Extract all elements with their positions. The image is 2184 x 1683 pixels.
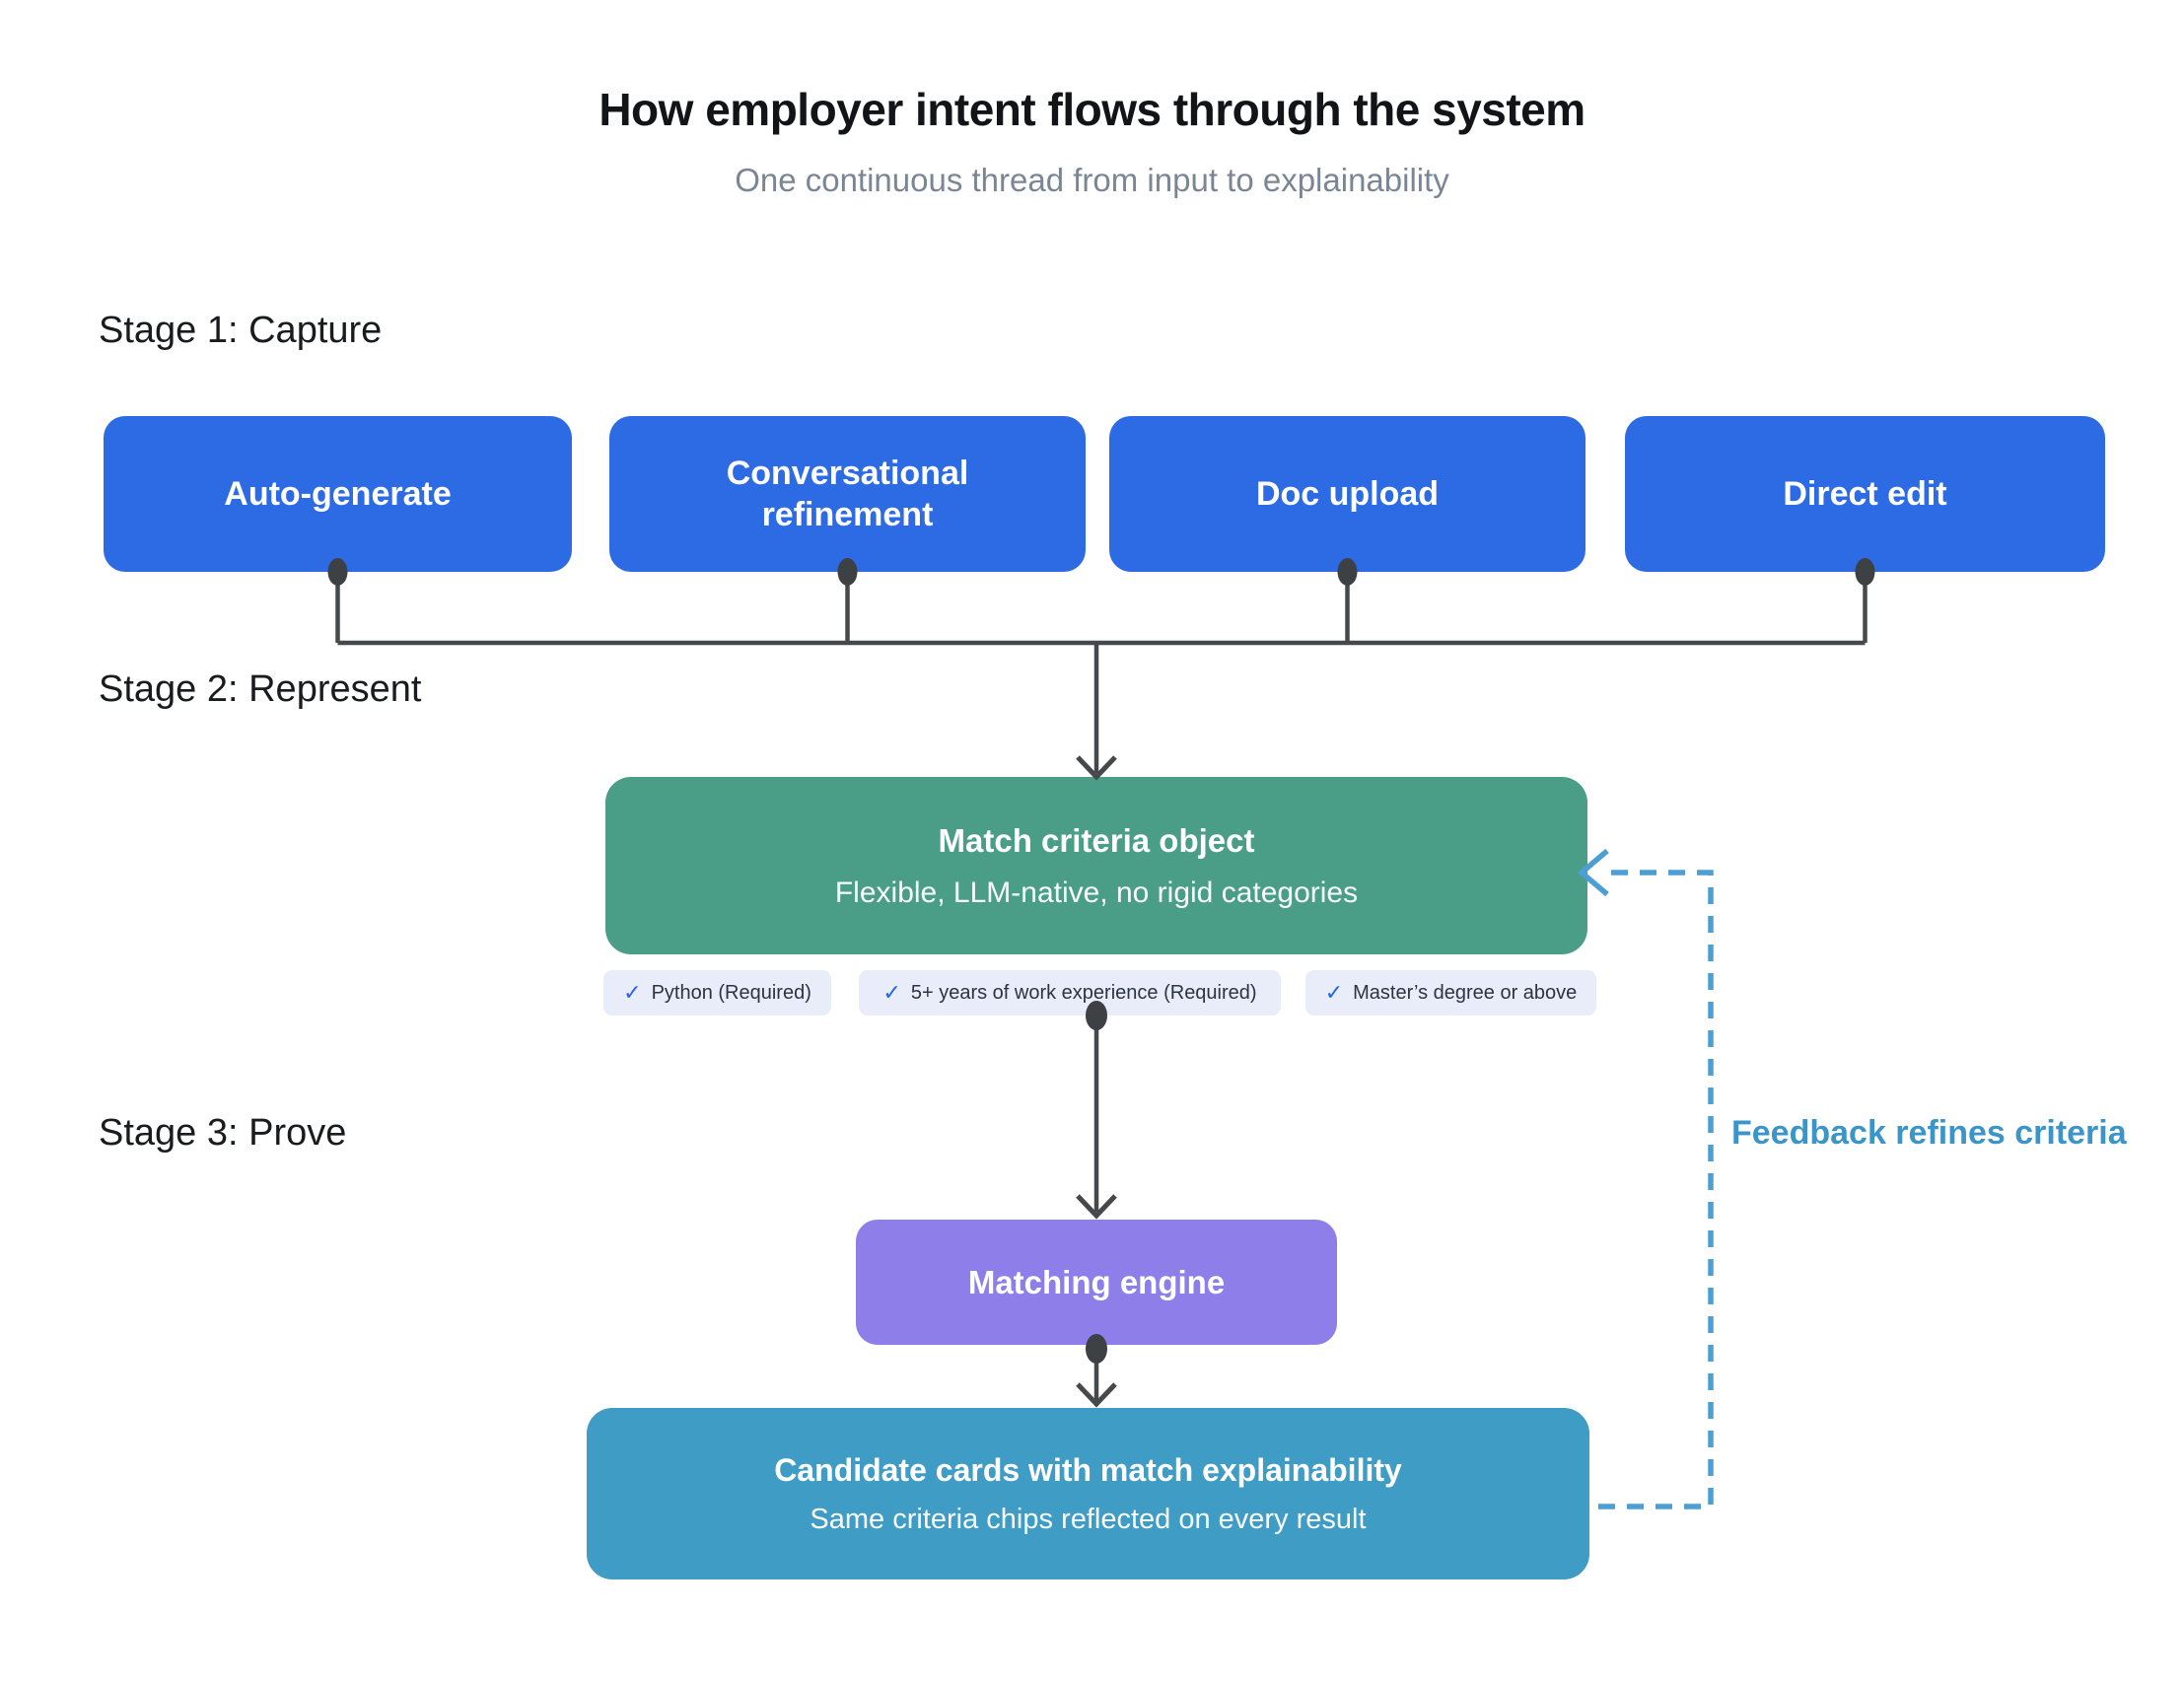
stage-1-label: Stage 1: Capture xyxy=(99,310,383,351)
candidate-cards-subtitle: Same criteria chips reflected on every r… xyxy=(810,1503,1367,1535)
stage-2-label: Stage 2: Represent xyxy=(99,668,422,710)
node-conversational-refinement: Conversational refinement xyxy=(609,416,1086,572)
page-title: How employer intent flows through the sy… xyxy=(599,84,1585,135)
feedback-loop-path xyxy=(1577,848,1714,1509)
node-auto-generate: Auto-generate xyxy=(104,416,572,572)
criteria-to-engine-arrow xyxy=(1076,1001,1117,1220)
feedback-loop-label: Feedback refines criteria xyxy=(1731,1114,2127,1152)
node-direct-edit: Direct edit xyxy=(1625,416,2105,572)
check-icon: ✓ xyxy=(623,980,642,1005)
chip-label: Master’s degree or above xyxy=(1353,981,1578,1004)
chip-label: Python (Required) xyxy=(651,981,811,1004)
match-criteria-subtitle: Flexible, LLM-native, no rigid categorie… xyxy=(834,876,1359,909)
chip-masters-degree: ✓ Master’s degree or above xyxy=(1305,970,1596,1016)
page-subtitle: One continuous thread from input to expl… xyxy=(735,162,1449,198)
node-doc-upload: Doc upload xyxy=(1109,416,1585,572)
capture-to-criteria-connector xyxy=(327,558,1875,781)
candidate-cards-title: Candidate cards with match explainabilit… xyxy=(774,1451,1402,1488)
match-criteria-title: Match criteria object xyxy=(938,821,1255,859)
node-candidate-cards: Candidate cards with match explainabilit… xyxy=(587,1408,1589,1579)
chip-years-experience-required: ✓ 5+ years of work experience (Required) xyxy=(859,970,1281,1016)
node-match-criteria-object: Match criteria object Flexible, LLM-nati… xyxy=(605,777,1587,954)
node-matching-engine: Matching engine xyxy=(856,1220,1337,1345)
check-icon: ✓ xyxy=(882,980,901,1005)
check-icon: ✓ xyxy=(1324,980,1344,1005)
chip-python-required: ✓ Python (Required) xyxy=(603,970,831,1016)
stage-3-label: Stage 3: Prove xyxy=(99,1112,347,1154)
matching-engine-title: Matching engine xyxy=(967,1263,1226,1300)
chip-label: 5+ years of work experience (Required) xyxy=(910,981,1257,1004)
